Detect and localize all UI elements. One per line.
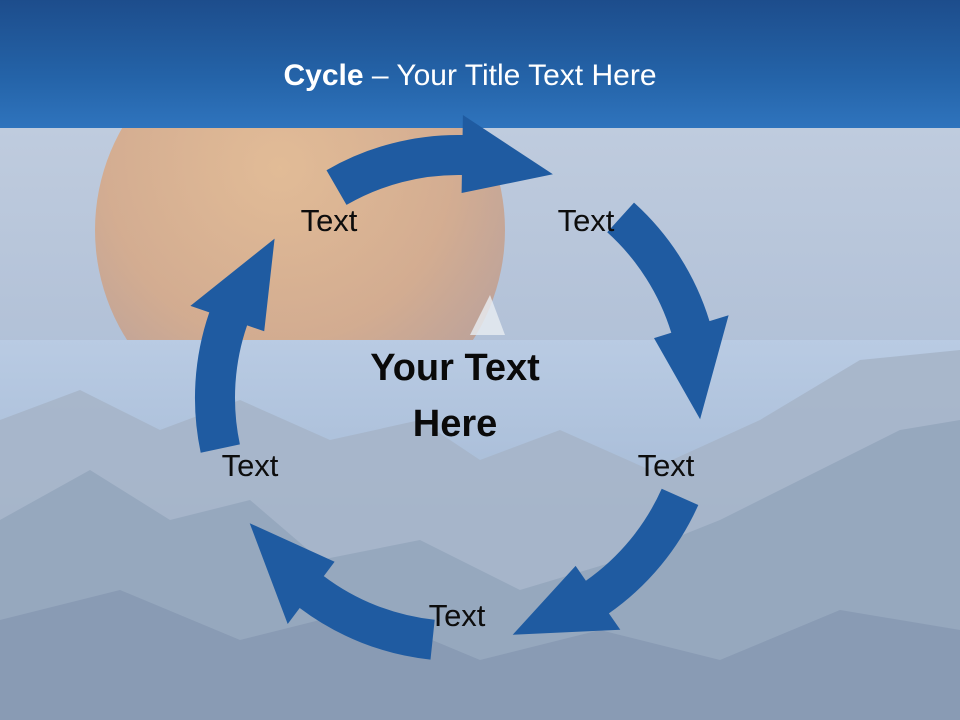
cycle-arrow-5 xyxy=(190,238,275,453)
cycle-arrow-1 xyxy=(326,115,553,205)
title-bar: Cycle – Your Title Text Here xyxy=(0,0,960,128)
cycle-arrow-2 xyxy=(607,202,729,420)
slide-title: Cycle – Your Title Text Here xyxy=(0,57,940,95)
title-bold-part: Cycle xyxy=(283,59,364,92)
cycle-label-3: Text xyxy=(637,448,695,483)
cycle-label-4: Text xyxy=(428,598,486,633)
cycle-arrow-4 xyxy=(249,523,435,660)
center-text: Your Text Here xyxy=(370,347,540,445)
cycle-label-1: Text xyxy=(300,203,358,238)
cycle-label-2: Text xyxy=(557,203,615,238)
cycle-arrow-3 xyxy=(512,488,699,635)
title-rest-part: – Your Title Text Here xyxy=(363,59,657,92)
cycle-label-5: Text xyxy=(221,448,279,483)
